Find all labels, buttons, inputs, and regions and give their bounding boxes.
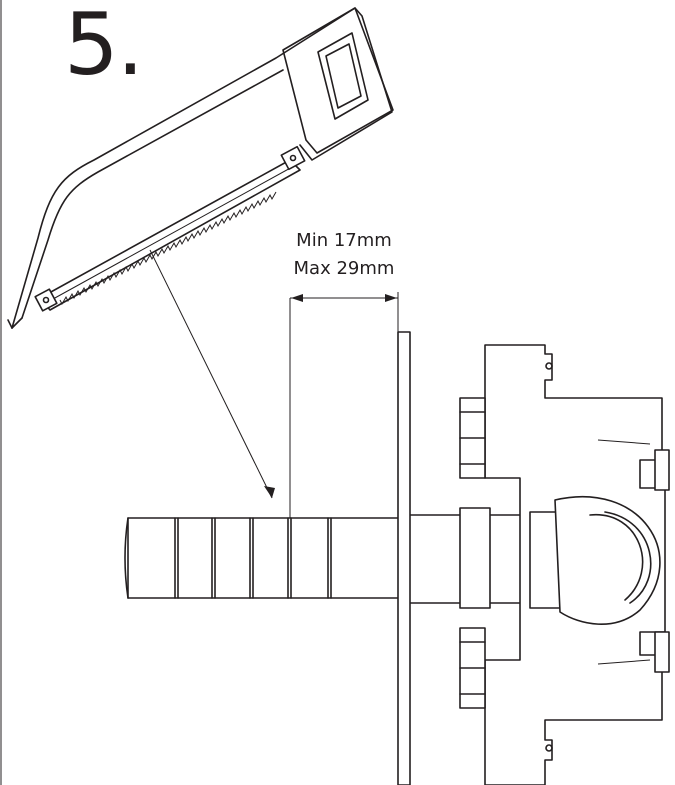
dimension-max-label: Max 29mm — [293, 258, 395, 279]
cut-pointer-arrowhead — [264, 486, 275, 498]
valve-body-icon — [459, 344, 670, 785]
hacksaw-icon — [7, 7, 394, 329]
step-number: 5. — [64, 0, 144, 95]
dimension-min-label: Min 17mm — [296, 230, 392, 251]
wall-plate — [397, 331, 411, 785]
cut-pointer-line — [149, 249, 273, 499]
